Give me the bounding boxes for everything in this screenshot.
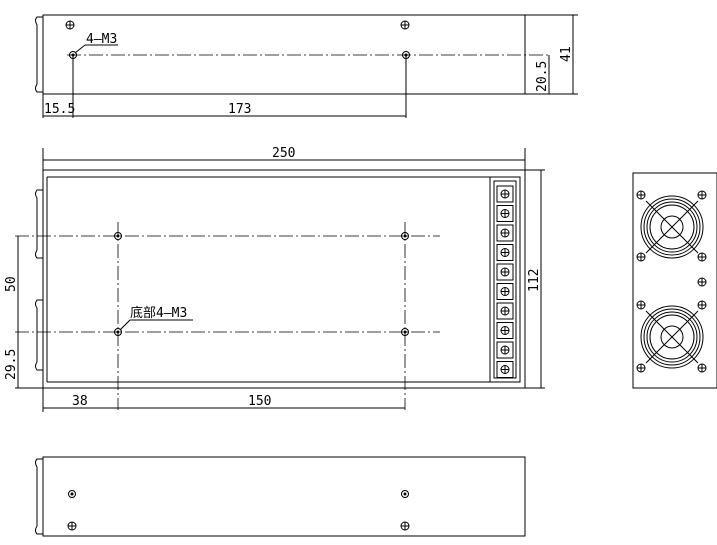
screw-icon [697, 252, 707, 262]
terminal-screw-icon [500, 267, 510, 277]
handle [35, 16, 43, 93]
top-view-body [42, 14, 526, 95]
bottom-view-body [42, 456, 526, 537]
terminal-screw-icon [500, 345, 510, 355]
side-view-body [632, 172, 717, 389]
dim-height: 41 [559, 46, 574, 62]
screw-icon [400, 20, 410, 30]
top-view: 41 20.5 15.5 173 4—M3 [35, 14, 578, 118]
dim-hole-offset-h: 38 [72, 394, 88, 409]
screw-icon [697, 190, 707, 200]
screw-icon [636, 363, 646, 373]
terminal-screw-icon [500, 287, 510, 296]
screw-icon [65, 20, 75, 30]
terminal [496, 341, 514, 359]
screw-icon [636, 252, 646, 262]
terminal-screw-icon [500, 306, 510, 316]
front-view: 250 112 50 29.5 38 150 底部4—M3 [4, 146, 545, 412]
terminal [496, 302, 514, 320]
handle [35, 299, 43, 371]
dim-offset: 15.5 [44, 102, 75, 117]
terminal [496, 244, 514, 261]
dim-length: 250 [272, 146, 295, 161]
terminal [496, 361, 514, 378]
terminal-screw-icon [500, 189, 510, 199]
screw-icon [697, 363, 707, 373]
terminal [496, 205, 514, 222]
dim-spacing: 173 [228, 102, 251, 117]
mount-hole-icon [401, 490, 409, 498]
dim-hole-offset-v: 29.5 [4, 349, 19, 380]
screw-icon [636, 300, 646, 310]
fan-icon [640, 195, 704, 259]
terminal-screw-icon [500, 365, 510, 374]
screw-icon [400, 521, 410, 531]
handle [35, 458, 43, 535]
fan-icon [640, 305, 704, 369]
hole-label: 4—M3 [86, 32, 117, 47]
bottom-view [35, 456, 526, 537]
bottom-hole-label: 底部4—M3 [130, 305, 187, 321]
dim-hole-spacing-h: 150 [248, 394, 271, 409]
dim-hole-height: 20.5 [535, 61, 550, 92]
screw-icon [636, 190, 646, 200]
terminal-screw-icon [500, 326, 510, 335]
terminal [496, 224, 514, 242]
terminal [496, 322, 514, 339]
terminal [496, 283, 514, 300]
terminal [496, 185, 514, 203]
side-view [632, 172, 717, 389]
screw-icon [67, 521, 77, 531]
terminal-screw-icon [500, 248, 510, 257]
front-view-body [42, 169, 526, 389]
terminal-block [489, 176, 521, 383]
screw-icon [697, 300, 707, 310]
terminal-screw-icon [500, 228, 510, 238]
dim-hole-spacing-v: 50 [4, 276, 19, 292]
terminal [496, 263, 514, 281]
handle [35, 189, 43, 259]
terminal-screw-icon [500, 209, 510, 218]
screw-icon [697, 277, 707, 287]
dim-width: 112 [527, 269, 542, 292]
mount-hole-icon [68, 490, 76, 498]
